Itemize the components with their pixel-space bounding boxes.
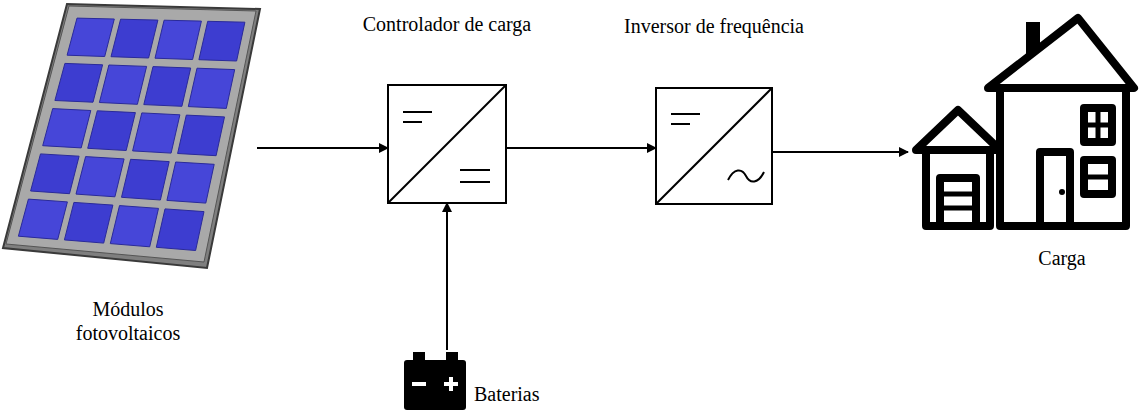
solar-cell <box>188 68 234 108</box>
panel-cells <box>18 18 245 250</box>
solar-cell <box>18 199 67 239</box>
arrow-connector <box>257 147 388 149</box>
battery: Baterias <box>404 352 466 410</box>
solar-cell <box>31 154 80 194</box>
battery-icon <box>404 352 466 410</box>
inverter: Inversor de frequência <box>656 88 772 204</box>
solar-cell <box>167 162 214 203</box>
solar-cell <box>43 109 91 148</box>
charge-controller: Controlador de carga <box>388 85 506 203</box>
solar-cell <box>99 65 146 104</box>
node-label: Controlador de carga <box>337 12 557 36</box>
solar-cell <box>76 157 124 197</box>
solar-cell <box>155 20 201 59</box>
solar-cell <box>111 19 158 58</box>
solar-cell <box>144 67 191 107</box>
node-label: Baterias <box>474 382 584 406</box>
arrow-connector <box>506 147 656 149</box>
arrow-connector <box>772 151 908 153</box>
load: Carga <box>908 15 1138 230</box>
solar-cell <box>122 159 170 200</box>
solar-cell <box>88 111 136 151</box>
node-label: Módulos fotovoltaicos <box>43 297 213 345</box>
arrow-connector <box>446 203 448 350</box>
solar-cell <box>156 209 204 251</box>
dc-dc-symbol <box>388 85 506 203</box>
solar-cell <box>55 63 103 102</box>
solar-cell <box>199 21 245 61</box>
solar-cell <box>133 113 180 153</box>
solar-cell <box>178 115 225 156</box>
solar-cell <box>67 18 114 56</box>
pv-module: Módulos fotovoltaicos <box>5 5 257 267</box>
panel-frame <box>3 4 260 268</box>
panel-face <box>6 6 256 262</box>
solar-cell <box>110 206 158 247</box>
node-label: Inversor de frequência <box>614 14 814 38</box>
node-label: Carga <box>1002 246 1122 270</box>
dc-ac-symbol <box>656 88 772 204</box>
solar-cell <box>64 202 113 243</box>
house-icon <box>916 18 1134 226</box>
